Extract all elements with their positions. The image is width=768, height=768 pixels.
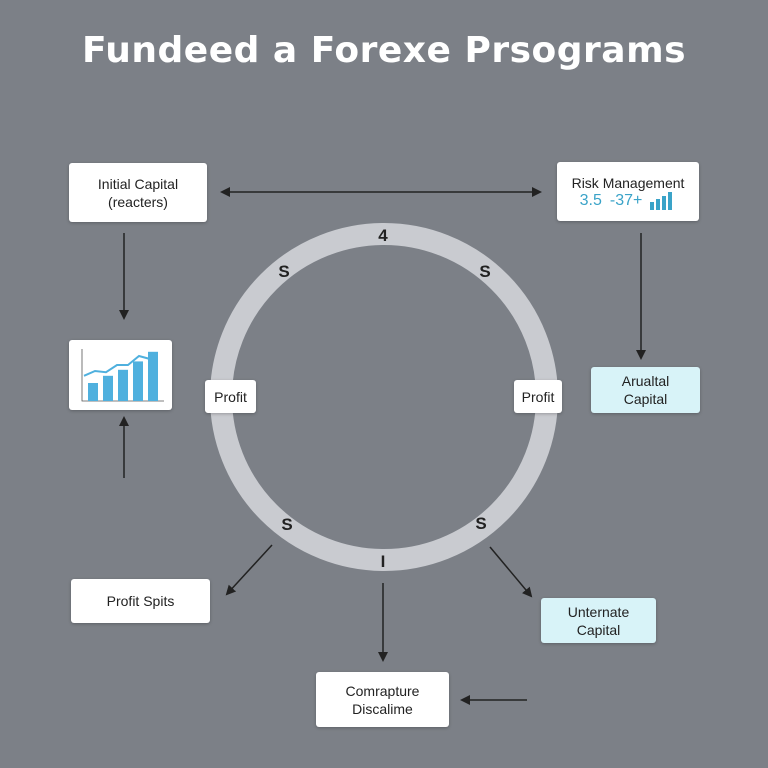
profit-left-label: Profit <box>214 388 247 405</box>
profit-right-box: Profit <box>514 380 562 413</box>
mini-chart-bar <box>147 351 158 401</box>
unternate-capital-box: Unternate Capital <box>541 598 656 643</box>
cycle-ring <box>210 223 558 571</box>
risk-management-label: Risk Management <box>571 174 685 191</box>
initial-capital-label: Initial Capital <box>97 175 179 192</box>
growth-chart-box <box>69 340 172 410</box>
profit-splits-label: Profit Spits <box>106 593 175 609</box>
arrow-to-unternate <box>489 546 533 598</box>
unternate-capital-line1: Unternate <box>567 603 630 620</box>
risk-management-box: Risk Management 3.5 -37+ <box>557 162 699 221</box>
mini-chart-bar <box>132 361 143 401</box>
risk-value-2: -37+ <box>609 191 643 209</box>
ring-label-upper-left: S <box>278 262 290 281</box>
profit-right-label: Profit <box>521 388 555 405</box>
unternate-capital-line2: Capital <box>576 621 621 638</box>
initial-capital-sub: (reacters) <box>108 193 168 210</box>
ring-label-lower-left: S <box>281 515 293 534</box>
arualtal-capital-line1: Arualtal <box>621 373 670 389</box>
mini-chart-line <box>83 354 150 377</box>
mini-chart-bar <box>87 383 98 401</box>
ring-label-upper-right: S <box>479 262 491 281</box>
initial-capital-box: Initial Capital (reacters) <box>69 163 207 222</box>
diagram-title: Fundeed a Forexe Prsograms <box>81 30 687 71</box>
arrow-to-profit-splits <box>225 544 273 596</box>
mini-chart-bar <box>102 375 113 401</box>
comrapture-line2: Discalime <box>352 700 413 717</box>
ring-label-bottom: I <box>380 552 386 571</box>
arualtal-capital-box: Arualtal Capital <box>591 367 700 413</box>
profit-splits-box: Profit Spits <box>71 579 210 623</box>
profit-left-box: Profit <box>205 380 256 413</box>
comrapture-box: Comrapture Discalime <box>316 672 449 727</box>
mini-chart-bar <box>117 369 128 401</box>
ring-label-top: 4 <box>378 226 388 245</box>
signal-bars-icon <box>650 191 673 210</box>
arualtal-capital-line2: Capital <box>623 391 668 407</box>
risk-value-1: 3.5 <box>579 191 602 209</box>
ring-label-lower-right: S <box>475 514 487 533</box>
comrapture-line1: Comrapture <box>345 682 420 699</box>
growth-chart-icon <box>81 349 164 402</box>
